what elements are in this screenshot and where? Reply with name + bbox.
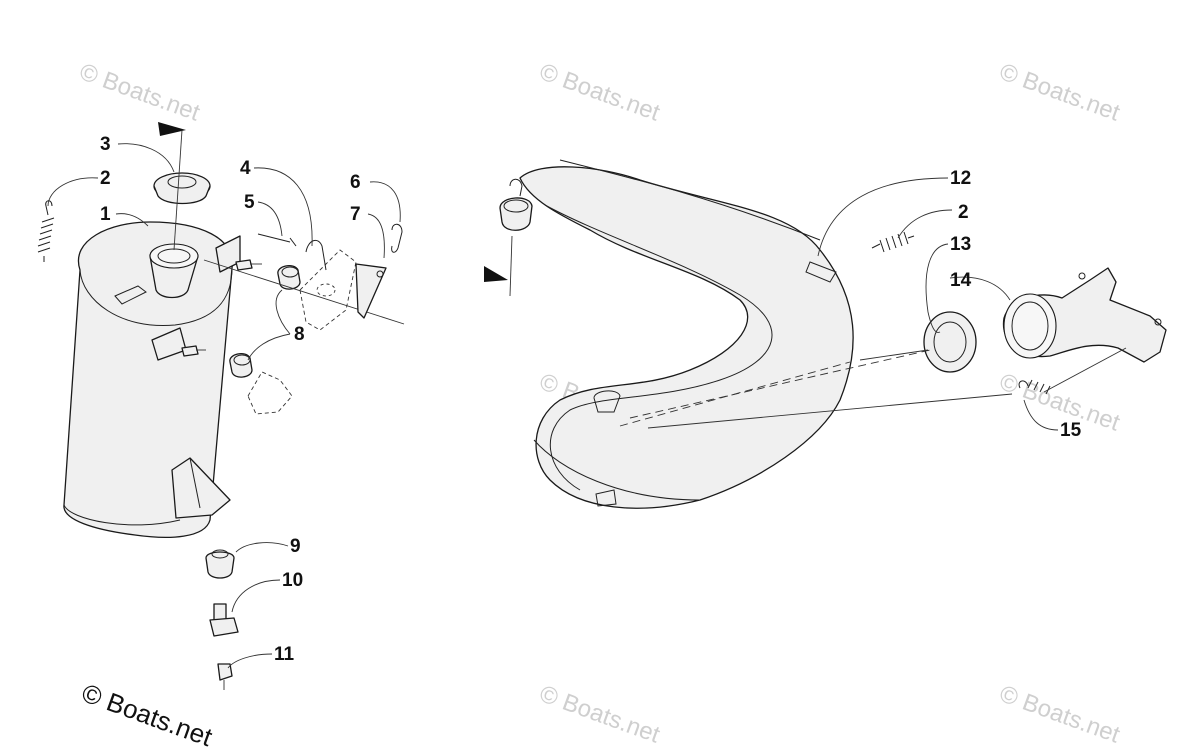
callout-8: 8 xyxy=(294,324,305,345)
callout-5: 5 xyxy=(244,192,255,213)
callout-11: 11 xyxy=(274,644,295,665)
direction-arrow xyxy=(158,122,186,136)
seal-ring xyxy=(923,311,977,373)
watermark: © Boats.net xyxy=(996,680,1124,748)
callout-2: 2 xyxy=(100,168,111,189)
callout-10: 10 xyxy=(282,570,303,591)
spring xyxy=(871,231,915,253)
copyright-label: © Boats.net xyxy=(78,677,217,749)
spring xyxy=(37,200,55,262)
callout-14: 13 xyxy=(950,234,971,255)
grommet xyxy=(153,172,211,205)
leader-lines-right xyxy=(619,177,1127,431)
watermark: © Boats.net xyxy=(536,680,664,748)
watermark: © Boats.net xyxy=(536,58,664,126)
callout-9: 9 xyxy=(290,536,301,557)
callout-16: 15 xyxy=(1060,420,1082,441)
mount-hardware xyxy=(181,259,301,378)
callout-12: 12 xyxy=(950,168,971,189)
expansion-chamber xyxy=(499,159,854,509)
lower-hardware xyxy=(205,549,239,690)
callout-1: 3 xyxy=(100,134,111,155)
spring xyxy=(1018,379,1051,395)
mount-plate xyxy=(203,249,405,415)
exhaust-manifold xyxy=(1002,267,1167,363)
callout-4: 4 xyxy=(240,158,251,179)
watermark: © Boats.net xyxy=(76,58,204,126)
callout-13: 2 xyxy=(958,202,969,223)
callout-15: 14 xyxy=(950,270,972,291)
watermark: © Boats.net xyxy=(996,58,1124,126)
callout-6: 6 xyxy=(350,172,361,193)
callouts: 3 2 1 4 5 6 7 8 9 10 11 12 2 13 14 15 xyxy=(100,134,1082,665)
callout-7: 7 xyxy=(350,204,361,225)
direction-arrow xyxy=(484,266,508,282)
small-hardware xyxy=(257,223,403,319)
leader-lines-left xyxy=(47,143,401,669)
muffler-can xyxy=(63,221,241,539)
callout-3: 1 xyxy=(100,204,111,225)
